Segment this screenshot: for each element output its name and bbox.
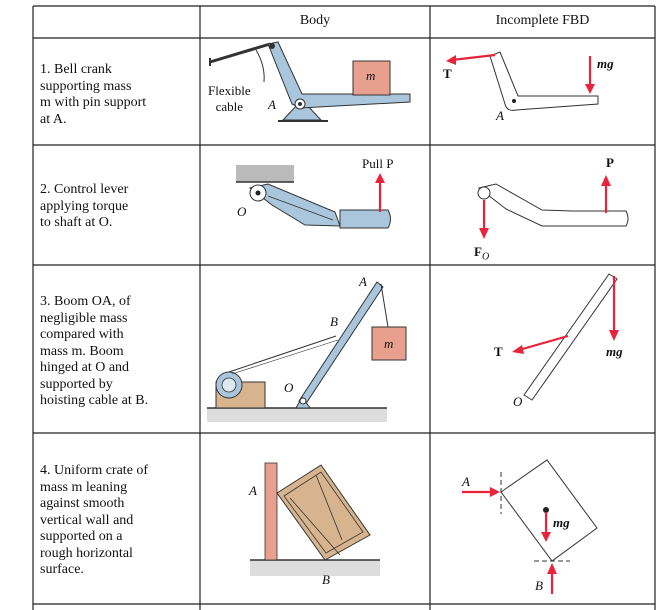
- boom-mass-label: m: [384, 336, 394, 351]
- boom-o-label: O: [284, 380, 294, 395]
- control-lever-fbd-o-subscript: O: [481, 251, 490, 263]
- crate-fbd-b-label: B: [535, 578, 543, 593]
- bell-crank-mass-label: m: [366, 68, 376, 83]
- bell-crank-fbd-t-label: T: [443, 66, 452, 81]
- crate-b-label: B: [322, 572, 330, 587]
- bell-crank-point-a-label: A: [268, 97, 276, 112]
- control-lever-fbd-p-label: P: [606, 155, 614, 170]
- boom-fbd-o-label: O: [513, 394, 523, 409]
- control-lever-pull-label: Pull P: [362, 156, 393, 172]
- header-incomplete-fbd: Incomplete FBD: [495, 13, 590, 28]
- bell-crank-fbd-mg-text: mg: [597, 56, 614, 71]
- row-3-description: 3. Boom OA, of negligible mass compared …: [40, 294, 149, 408]
- bell-crank-fbd-a-label: A: [496, 108, 504, 123]
- row-1-description: 1. Bell crank supporting mass m with pin…: [40, 62, 147, 127]
- header-body: Body: [299, 13, 331, 28]
- row-4-description: 4. Uniform crate of mass m leaning again…: [40, 463, 149, 577]
- bell-crank-cable-label: Flexible cable: [208, 83, 251, 114]
- crate-a-label: A: [249, 483, 257, 498]
- boom-b-label: B: [330, 314, 338, 329]
- control-lever-pull-text: Pull P: [362, 156, 394, 171]
- control-lever-fbd-fo-label: FO: [474, 244, 489, 263]
- row-2-description: 2. Control lever applying torque to shaf…: [40, 182, 129, 230]
- crate-fbd-a-label: A: [462, 474, 470, 489]
- crate-fbd-mg-label: mg: [553, 515, 570, 530]
- control-lever-fbd-f-text: F: [474, 244, 482, 259]
- boom-a-label: A: [359, 274, 367, 289]
- boom-fbd-t-label: T: [494, 344, 503, 359]
- control-lever-o-label: O: [237, 204, 247, 219]
- bell-crank-fbd-mg-label: mg: [597, 56, 614, 72]
- boom-fbd-mg-label: mg: [606, 344, 623, 359]
